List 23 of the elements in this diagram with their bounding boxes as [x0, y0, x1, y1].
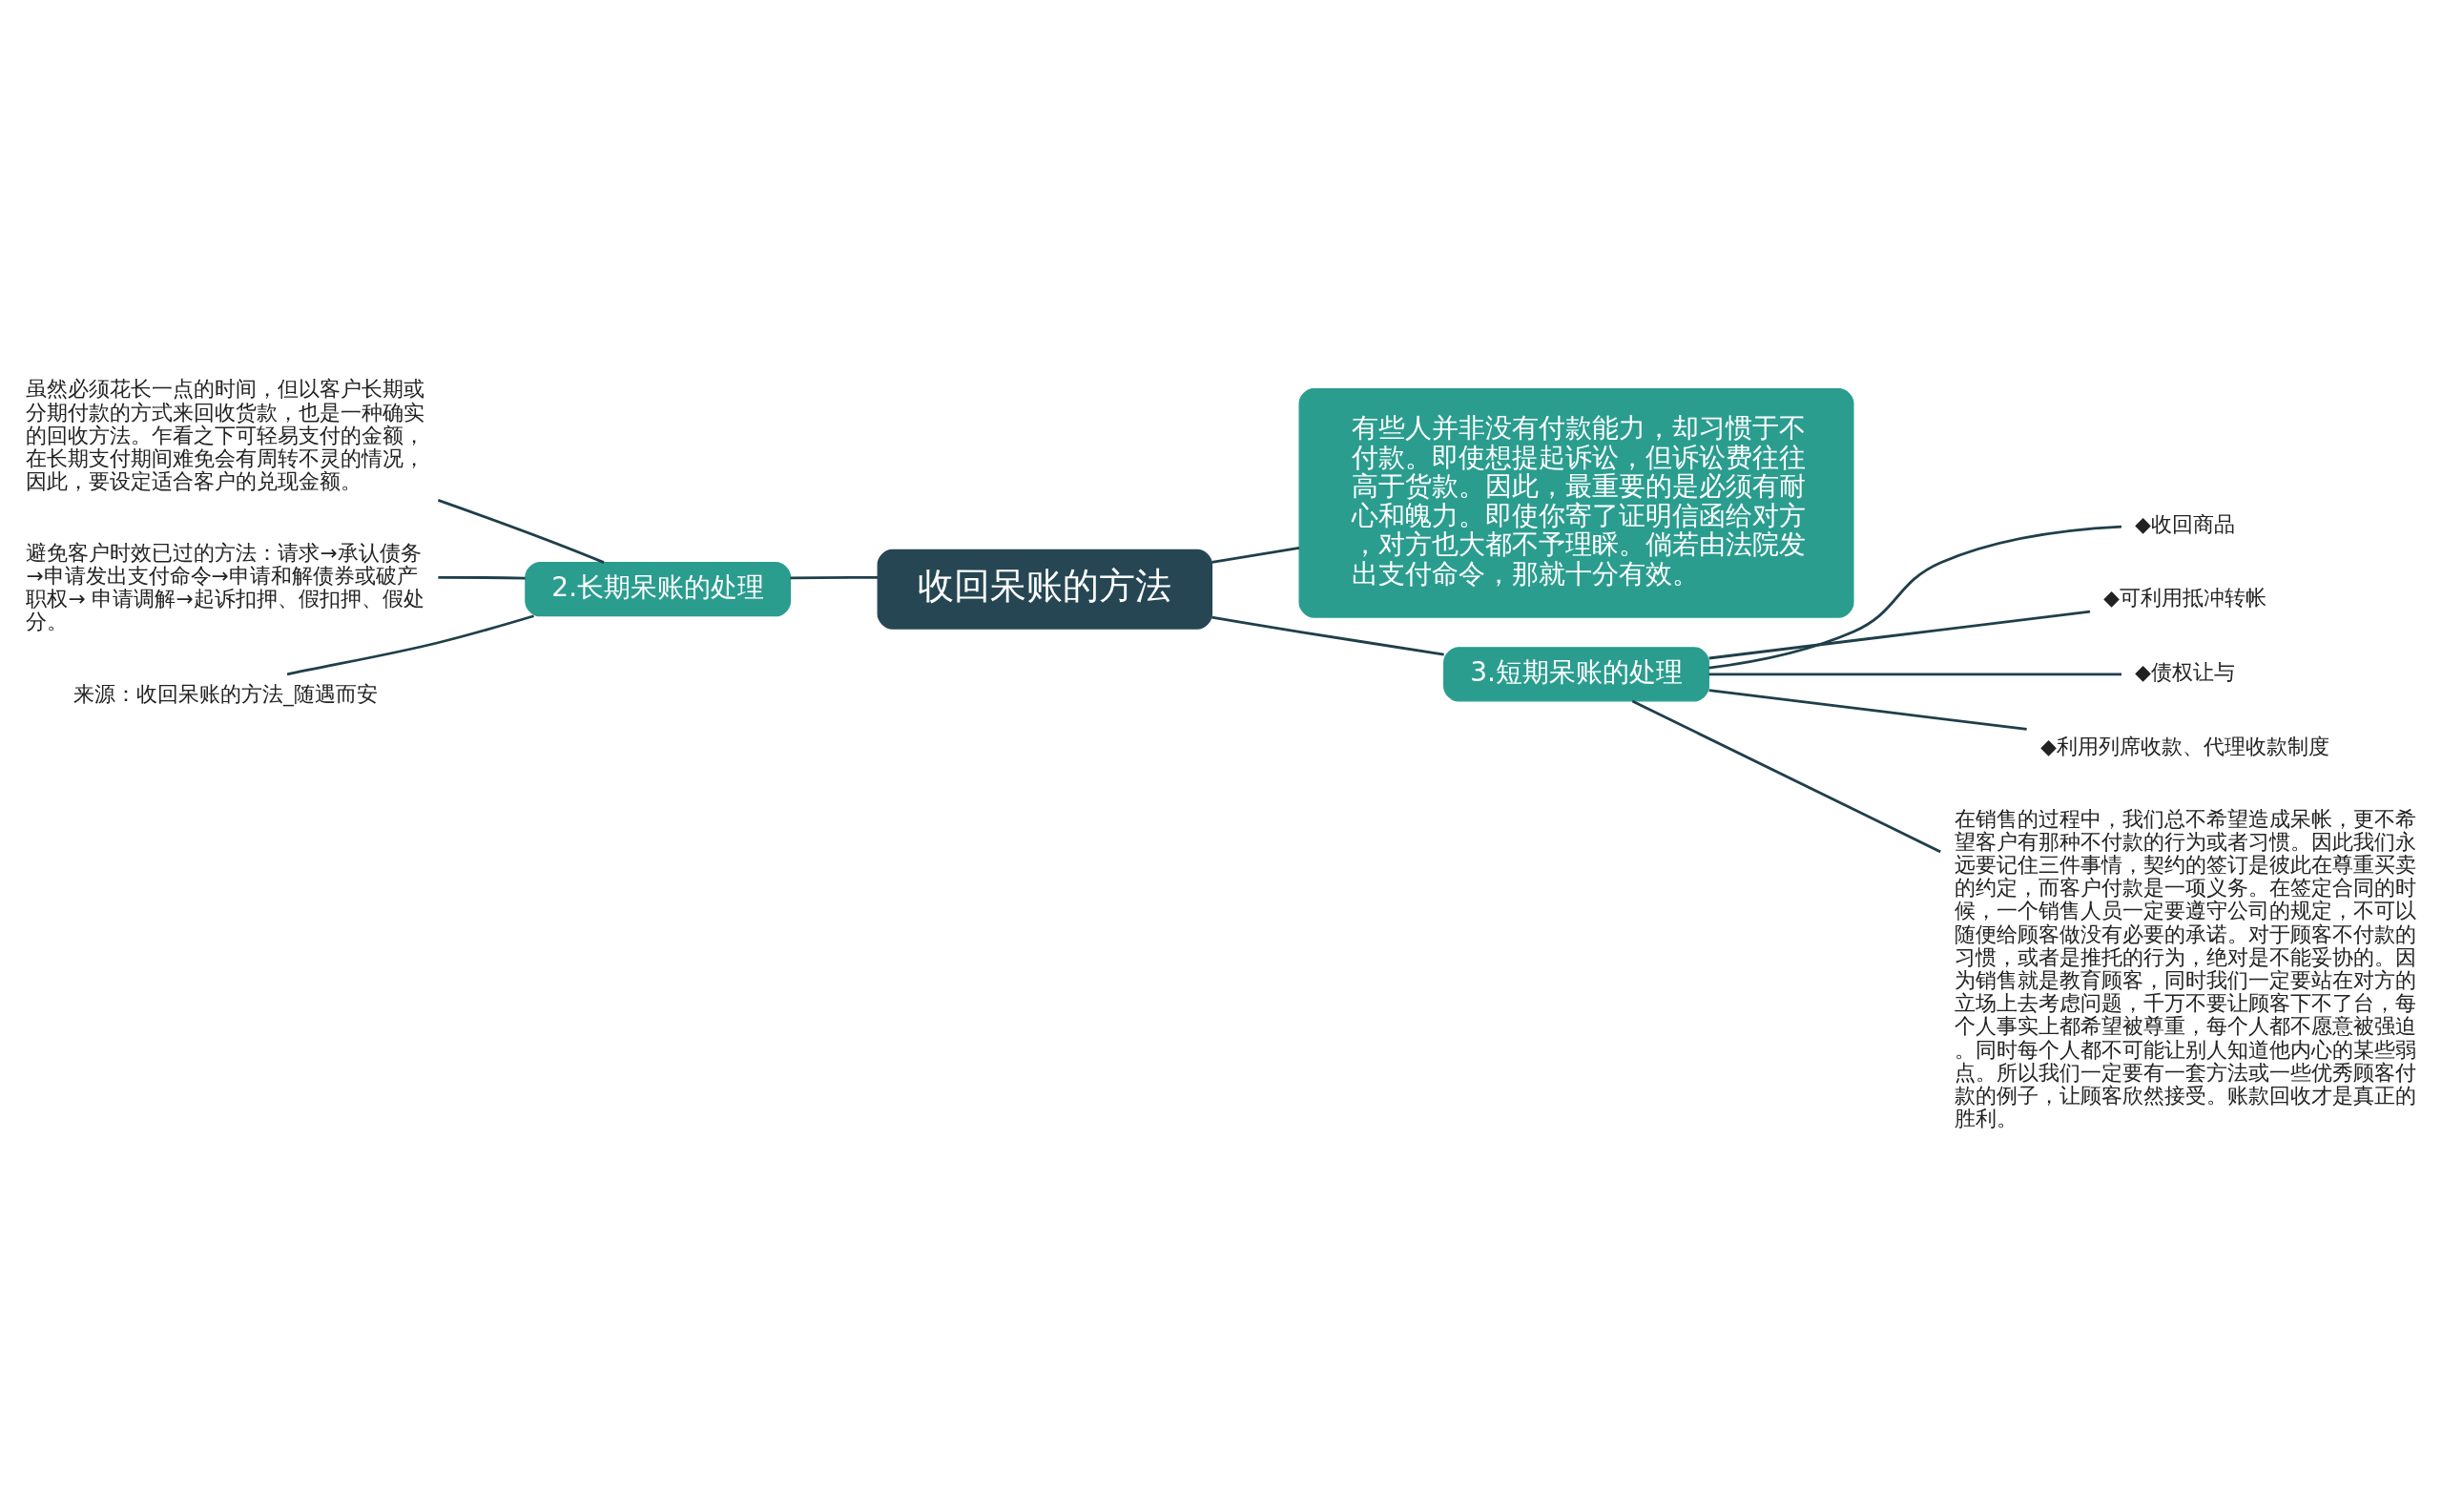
- connector: [1708, 525, 2122, 670]
- connector: [1708, 610, 2091, 660]
- connector: [790, 575, 879, 580]
- connector: [1211, 547, 1300, 564]
- node-box: 有些人并非没有付款能力，却习惯于不付款。即使想提起诉讼，但诉讼费往往高于货款。因此，最重要的是必须有耐心和魄力。即使你寄了证明信函给对方，对方也大都不予理睬。倘若由法院发出支付命令，那就十分有效。: [1298, 387, 1854, 618]
- node-text: 避免客户时效已过的方法：请求→承认债务→申请发出支付命令→申请和解债券或破产职权→ 申请调解→起诉扣押、假扣押、假处分。: [26, 540, 424, 634]
- node-text: ◆债权让与: [2135, 660, 2235, 685]
- node-text: ◆收回商品: [2135, 511, 2235, 536]
- connector: [1631, 699, 1941, 854]
- node-text: 在销售的过程中，我们总不希望造成呆帐，更不希望客户有那种不付款的行为或者习惯。因此我们永远要记住三件事情，契约的签订是彼此在尊重买卖的约定，而客户付款是一项义务。在签定合同的时候，一个销售人员一定要遵守公司的规定，不可以随便给顾客做没有必要的承诺。对于顾客不付款的习惯，或者是推托的行为，绝对是不能妥协的。因为销售就是教育顾客，同时我们一定要站在对方的立场上去考虑问题，千万不要让顾客下不了台，每个人事实上都希望被尊重，每个人都不愿意被强迫。同时每个人都不可能让别人知道他内心的某些弱点。所以我们一定要有一套方法或一些优秀顾客付款的例子，让顾客欣然接受。账款回收才是真正的胜利。: [1954, 806, 2416, 1131]
- connector: [438, 575, 526, 580]
- connector: [1708, 689, 2027, 731]
- connector: [286, 614, 534, 676]
- node-box: 3.短期呆账的处理: [1443, 647, 1709, 702]
- node-text: ◆利用列席收款、代理收款制度: [2040, 734, 2329, 758]
- node-box: 2.长期呆账的处理: [525, 562, 792, 617]
- node-text: 来源：收回呆账的方法_随遇而安: [73, 682, 378, 706]
- node-text: 虽然必须花长一点的时间，但以客户长期或分期付款的方式来回收货款，也是一种确实的回收方法。乍看之下可轻易支付的金额，在长期支付期间难免会有周转不灵的情况，因此，要设定适合客户的兑现金额。: [26, 377, 425, 494]
- node-text: ◆可利用抵冲转帐: [2103, 586, 2266, 611]
- node-box: 收回呆账的方法: [877, 549, 1213, 630]
- connector: [1708, 673, 2121, 676]
- connector: [1211, 615, 1444, 656]
- connector: [437, 499, 605, 564]
